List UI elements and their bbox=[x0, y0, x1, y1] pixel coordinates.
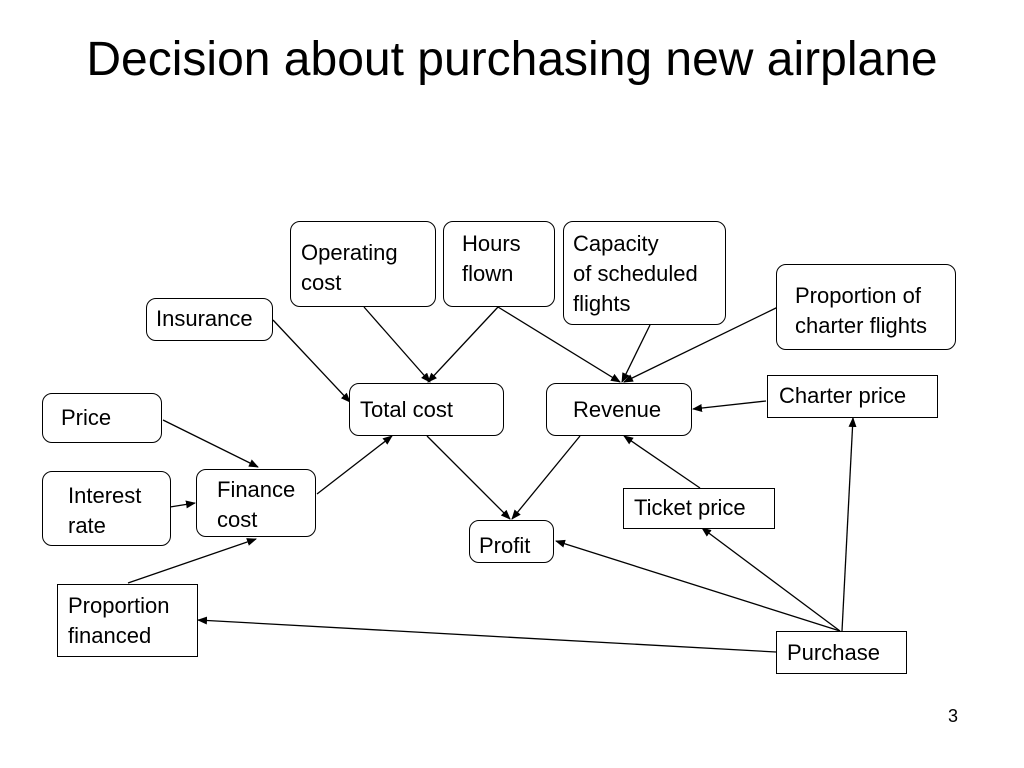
slide-number: 3 bbox=[948, 706, 959, 726]
node-profit-label: Profit bbox=[479, 533, 531, 558]
edge-capacity-to-revenue bbox=[621, 324, 651, 383]
edge-charterprice-to-revenue bbox=[692, 400, 767, 412]
edge-insurance-to-total bbox=[272, 319, 351, 403]
node-price: Price bbox=[42, 393, 162, 443]
node-insurance-label: Insurance bbox=[156, 306, 253, 331]
node-interest-rate-label: Interest rate bbox=[68, 483, 142, 538]
edge-purchase-to-profit bbox=[555, 539, 841, 632]
node-proportion-charter: Proportion of charter flights bbox=[776, 264, 956, 350]
node-finance-cost-label: Finance cost bbox=[217, 477, 296, 532]
node-hours-flown-label: Hours flown bbox=[462, 231, 521, 286]
edge-ticket-to-revenue bbox=[623, 435, 701, 489]
edge-interest-to-finance bbox=[169, 500, 196, 509]
node-hours-flown: Hours flown bbox=[443, 221, 555, 307]
node-charter-price: Charter price bbox=[767, 375, 938, 418]
node-purchase-label: Purchase bbox=[787, 640, 880, 665]
edge-hours-to-revenue bbox=[497, 306, 621, 383]
edge-purchase-to-ticket bbox=[701, 527, 841, 632]
node-proportion-financed: Proportion financed bbox=[57, 584, 198, 657]
edge-purchase-to-charterprice bbox=[841, 417, 857, 632]
node-proportion-financed-label: Proportion financed bbox=[68, 593, 170, 648]
node-interest-rate: Interest rate bbox=[42, 471, 171, 546]
node-profit: Profit bbox=[469, 520, 554, 563]
node-insurance: Insurance bbox=[146, 298, 273, 341]
node-proportion-charter-label: Proportion of charter flights bbox=[795, 283, 928, 338]
node-price-label: Price bbox=[61, 405, 112, 430]
node-ticket-price-label: Ticket price bbox=[634, 495, 746, 520]
node-operating-cost-label: Operating cost bbox=[301, 240, 398, 295]
node-revenue-label: Revenue bbox=[573, 397, 662, 422]
slide-title: Decision about purchasing new airplane bbox=[86, 33, 938, 86]
edge-price-to-finance bbox=[162, 419, 259, 468]
node-operating-cost: Operating cost bbox=[290, 221, 436, 307]
edge-charterprop-to-revenue bbox=[623, 306, 779, 383]
node-revenue: Revenue bbox=[546, 383, 692, 436]
node-finance-cost: Finance cost bbox=[196, 469, 316, 537]
node-ticket-price: Ticket price bbox=[623, 488, 775, 529]
node-total-cost-label: Total cost bbox=[360, 397, 453, 422]
edge-total-to-profit bbox=[426, 435, 511, 520]
node-capacity: Capacity of scheduled flights bbox=[563, 221, 726, 325]
node-capacity-label: Capacity of scheduled flights bbox=[573, 231, 698, 316]
edge-finance-to-total bbox=[316, 435, 393, 495]
edge-operating-to-total bbox=[363, 306, 431, 383]
edge-proportionfin-to-finance bbox=[127, 538, 257, 584]
node-total-cost: Total cost bbox=[349, 383, 504, 436]
edge-hours-to-total bbox=[427, 306, 499, 383]
node-purchase: Purchase bbox=[776, 631, 907, 674]
edge-revenue-to-profit bbox=[511, 435, 581, 520]
edge-purchase-to-proportionfin bbox=[197, 616, 777, 653]
node-charter-price-label: Charter price bbox=[779, 383, 907, 408]
